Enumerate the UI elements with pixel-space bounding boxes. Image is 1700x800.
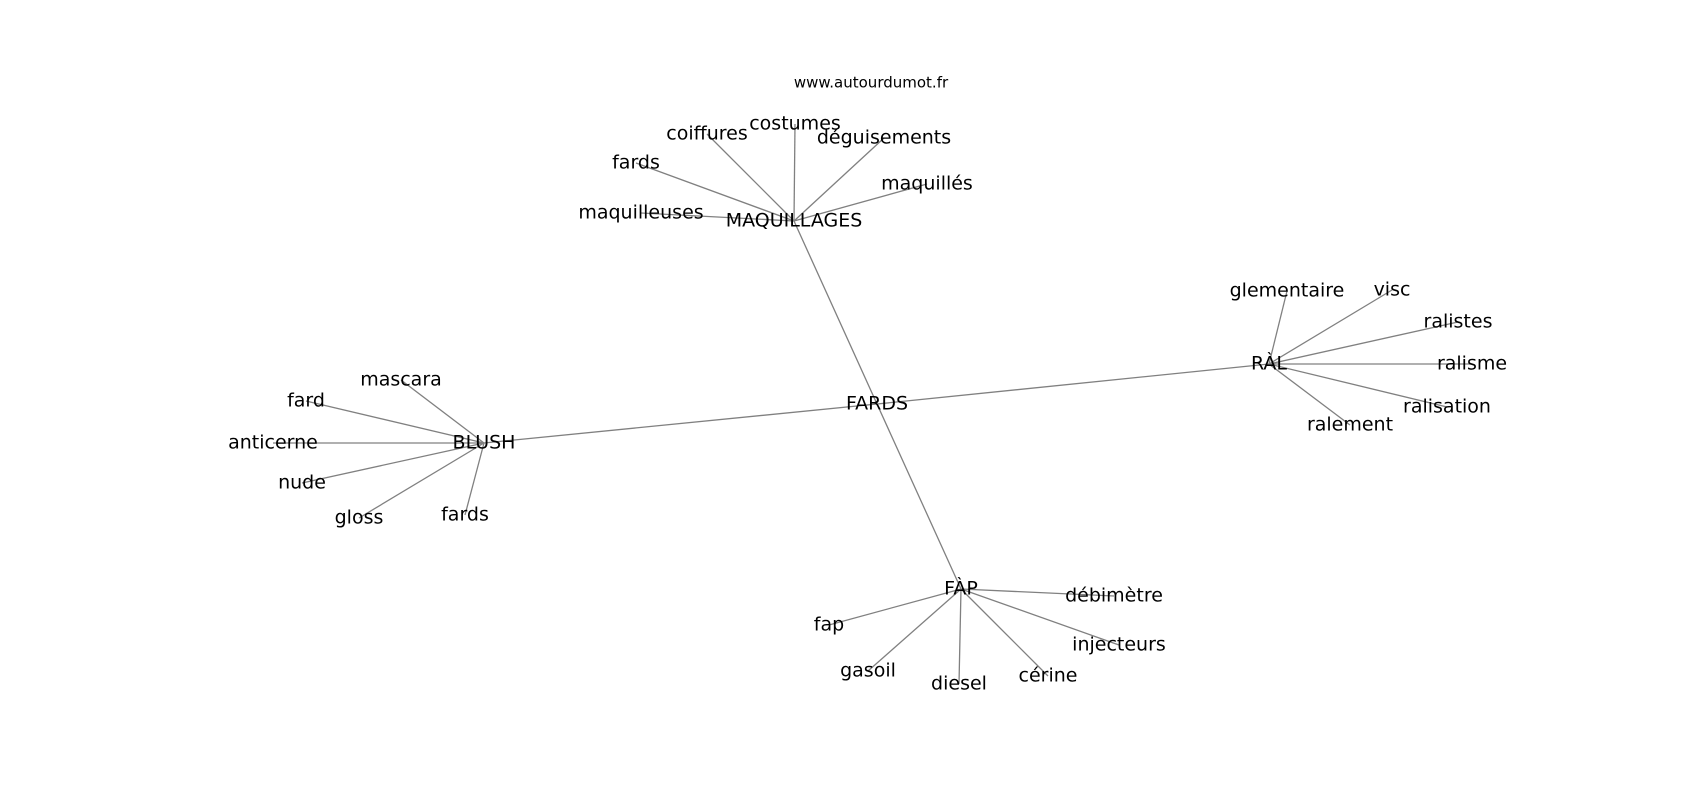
edge-left-leaf [358, 442, 485, 519]
leaf-node[interactable]: mascara [360, 369, 442, 391]
edge-center-left [483, 403, 878, 444]
edge-right-leaf [1268, 363, 1448, 408]
edge-left-leaf [305, 400, 485, 444]
leaf-node[interactable]: déguisements [817, 127, 951, 149]
site-watermark: www.autourdumot.fr [794, 74, 949, 92]
edge-bottom-leaf [867, 588, 962, 672]
edge-top-leaf [640, 212, 795, 222]
edge-top-leaf [706, 133, 795, 222]
leaf-node[interactable]: maquilleuses [578, 202, 703, 224]
edge-top-leaf [793, 123, 796, 222]
edge-top-leaf [793, 137, 885, 222]
edge-bottom-leaf [960, 588, 1115, 597]
leaf-node[interactable]: costumes [749, 113, 841, 135]
edge-right-leaf [1268, 289, 1393, 365]
leaf-node[interactable]: ralistes [1424, 311, 1493, 333]
leaf-node[interactable]: fards [441, 504, 489, 526]
hub-node-blush[interactable]: BLUSH [453, 432, 516, 454]
leaf-node[interactable]: nude [278, 472, 326, 494]
leaf-node[interactable]: fards [612, 152, 660, 174]
edge-left-leaf [301, 442, 485, 484]
hub-node-ral[interactable]: RÀL [1251, 352, 1287, 375]
edge-bottom-leaf [960, 588, 1120, 646]
leaf-node[interactable]: visc [1374, 279, 1411, 301]
leaf-node[interactable]: glementaire [1230, 280, 1345, 302]
leaf-node[interactable]: diesel [931, 673, 987, 695]
center-node[interactable]: FARDS [846, 393, 908, 415]
edge-right-leaf [1268, 321, 1459, 365]
leaf-node[interactable]: fap [814, 614, 844, 636]
leaf-node[interactable]: ralisme [1437, 353, 1507, 375]
leaf-node[interactable]: coiffures [666, 123, 747, 145]
edge-center-bottom [876, 403, 962, 590]
edge-top-leaf [635, 162, 795, 222]
edge-left-leaf [400, 379, 485, 444]
edge-center-top [793, 220, 878, 405]
leaf-node[interactable]: gasoil [840, 660, 896, 682]
hub-node-maquillages[interactable]: MAQUILLAGES [726, 210, 863, 232]
leaf-node[interactable]: injecteurs [1072, 634, 1166, 656]
edge-right-leaf [1268, 363, 1351, 426]
leaf-node[interactable]: maquillés [881, 173, 973, 195]
edge-center-right [876, 363, 1270, 405]
edge-left-leaf [464, 442, 485, 516]
edge-bottom-leaf [960, 588, 1049, 677]
edge-right-leaf [1268, 290, 1288, 365]
leaf-node[interactable]: anticerne [228, 432, 318, 454]
leaf-node[interactable]: cérine [1019, 665, 1078, 687]
leaf-node[interactable]: ralement [1307, 414, 1393, 436]
graph-edges [273, 123, 1472, 685]
leaf-node[interactable]: fard [287, 390, 325, 412]
graph-labels: FARDS MAQUILLAGES RÀL BLUSH FÀP coiffure… [228, 113, 1507, 695]
leaf-node[interactable]: débimètre [1065, 585, 1163, 607]
leaf-node[interactable]: gloss [335, 507, 384, 529]
edge-top-leaf [793, 183, 928, 222]
edge-bottom-leaf [828, 588, 962, 626]
leaf-node[interactable]: ralisation [1403, 396, 1491, 418]
hub-node-fap[interactable]: FÀP [944, 577, 978, 600]
edge-bottom-leaf [958, 588, 962, 685]
